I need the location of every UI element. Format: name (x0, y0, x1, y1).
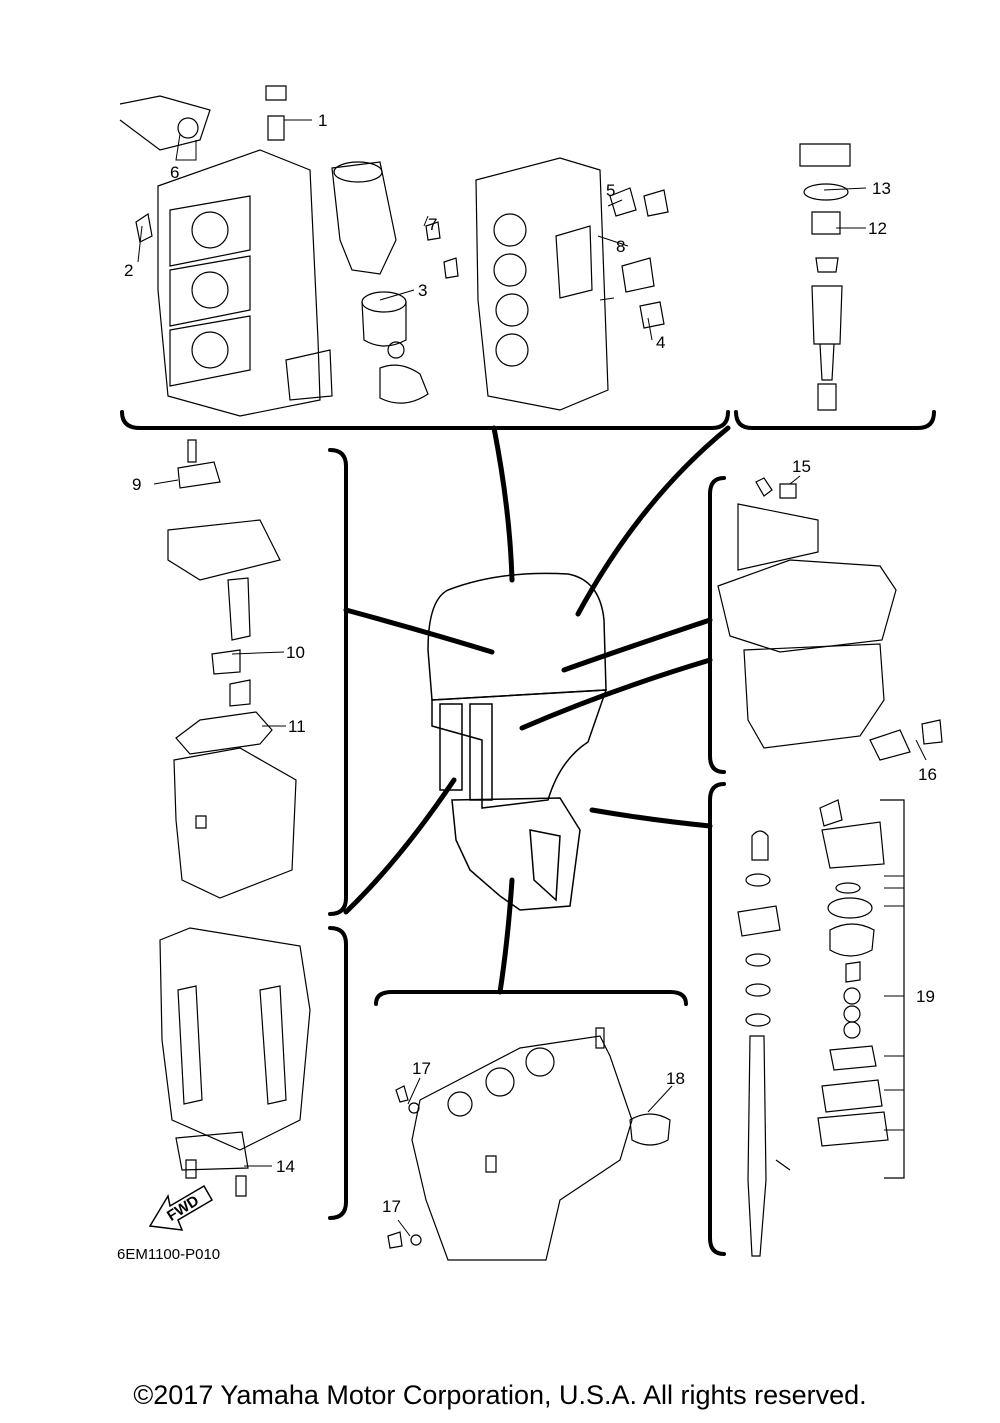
callout-5: 5 (606, 181, 616, 200)
upper-casing (160, 928, 310, 1196)
callout-12: 12 (868, 219, 887, 238)
cylinder-head (476, 158, 668, 410)
callout-16: 16 (918, 765, 937, 784)
callout-7: 7 (428, 215, 438, 234)
callout-1: 1 (318, 111, 328, 130)
fwd-arrow (150, 1186, 212, 1230)
callout-leaders (138, 120, 926, 1236)
callout-4: 4 (656, 333, 666, 352)
diagram-code: 6EM1100-P010 (117, 1246, 221, 1263)
callout-10: 10 (286, 643, 305, 662)
outboard-motor (428, 573, 606, 910)
fuel-filter-assembly (800, 144, 850, 410)
section-brackets (122, 412, 934, 1254)
exhaust-guide (718, 478, 942, 760)
callout-13: 13 (872, 179, 891, 198)
copyright-notice: ©2017 Yamaha Motor Corporation, U.S.A. A… (133, 1380, 867, 1410)
callout-11: 11 (288, 717, 306, 736)
cylinder-block (120, 86, 332, 416)
callout-3: 3 (418, 281, 428, 300)
leader-lines (346, 428, 728, 992)
water-pump-group (738, 800, 904, 1256)
callout-8: 8 (616, 237, 626, 256)
callout-2: 2 (124, 261, 134, 280)
callout-17-top: 17 (412, 1059, 431, 1078)
callout-15: 15 (792, 457, 811, 476)
callout-14: 14 (276, 1157, 295, 1176)
callout-18: 18 (666, 1069, 685, 1088)
lower-unit (388, 1028, 670, 1260)
thermostat-and-housing (332, 162, 458, 403)
callout-19: 19 (916, 987, 935, 1006)
callout-6: 6 (170, 163, 180, 182)
vapor-separator (168, 440, 296, 898)
callout-17-bottom: 17 (382, 1197, 401, 1216)
callout-9: 9 (132, 475, 142, 494)
